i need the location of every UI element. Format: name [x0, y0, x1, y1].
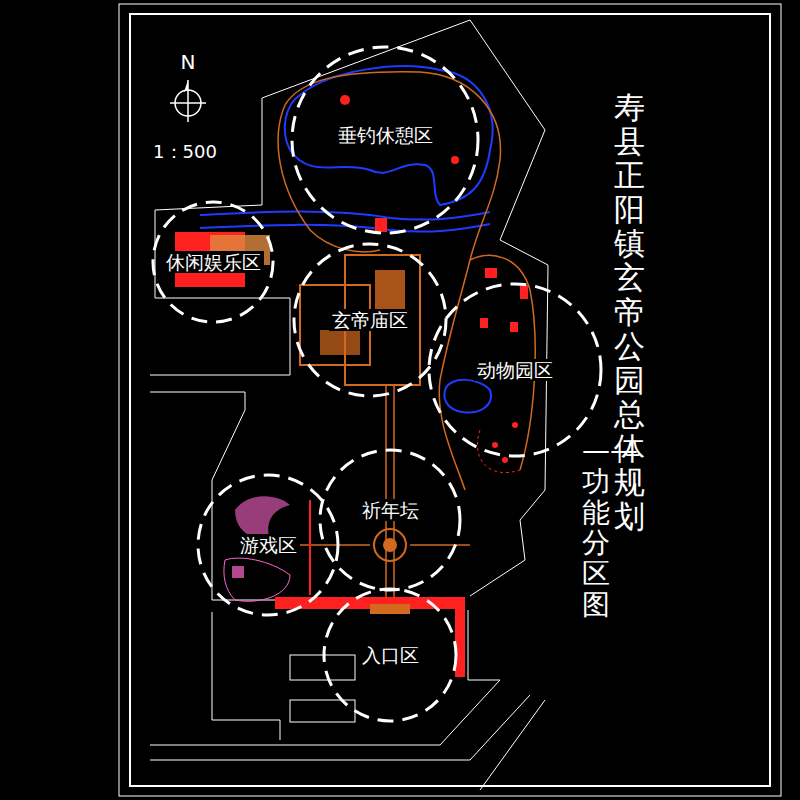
zone-circle: 休闲娱乐区 — [151, 200, 275, 324]
scale-label: 1：500 — [153, 140, 217, 164]
plan-subtitle: ——功能分区图 — [582, 436, 610, 621]
zone-circle: 游戏区 — [196, 473, 340, 617]
zone-name: 动物园区 — [474, 359, 556, 382]
zone-name: 入口区 — [359, 644, 422, 667]
zone-circle: 祈年坛 — [318, 448, 462, 592]
zone-name: 休闲娱乐区 — [163, 251, 264, 274]
zone-circle: 玄帝庙区 — [292, 242, 448, 398]
north-mark: N — [181, 50, 196, 74]
zone-name: 玄帝庙区 — [329, 309, 411, 332]
zone-name: 祈年坛 — [359, 499, 422, 522]
zone-circle: 动物园区 — [427, 282, 603, 458]
plan-title: 寿县正阳镇玄帝公园总体规划 — [614, 90, 645, 533]
zone-circle: 入口区 — [322, 587, 458, 723]
zone-circle: 垂钓休憩区 — [290, 45, 480, 235]
zone-name: 垂钓休憩区 — [335, 124, 436, 147]
zone-name: 游戏区 — [237, 534, 300, 557]
